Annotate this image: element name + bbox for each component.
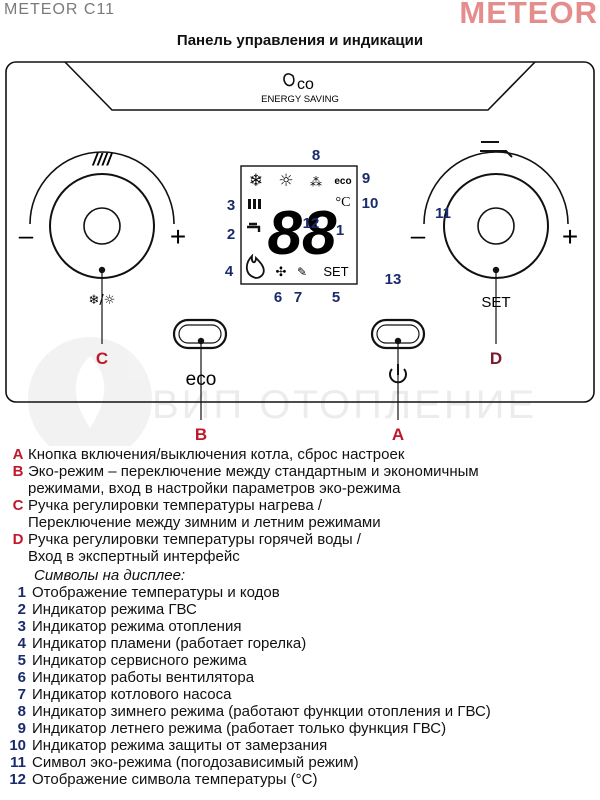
- legend-item-d: D Ручка регулировки температуры горячей …: [8, 531, 598, 565]
- legend-key: A: [12, 446, 24, 463]
- leaf-icon: [283, 73, 295, 87]
- callout-1: 1: [336, 222, 344, 239]
- legend-item-b: B Эко-режим – переключение между стандар…: [8, 463, 598, 497]
- eco-button-label: eco: [186, 369, 217, 390]
- tap-icon: [247, 222, 261, 232]
- legend-text: Ручка регулировки температуры нагрева /П…: [28, 497, 381, 531]
- winter-mode-icon: ❄: [249, 171, 263, 191]
- callout-10: 10: [362, 195, 379, 212]
- power-icon: [389, 364, 407, 384]
- display-set-text: SET: [323, 264, 348, 279]
- panel-top-band: [64, 61, 536, 111]
- page-title: Панель управления и индикации: [176, 32, 424, 49]
- left-knob-minus: –: [19, 220, 34, 250]
- callout-5: 5: [332, 289, 340, 306]
- right-knob-top-mark: [480, 141, 513, 158]
- callout-7: 7: [294, 289, 302, 306]
- lcd-display: ❄ ☼ ⁂ eco 88 °C ✣ ✎ SET: [240, 165, 358, 285]
- watermark-text: ВИП ОТОПЛЕНИЕ: [152, 383, 537, 427]
- callout-letter-d: D: [490, 349, 502, 368]
- callout-letter-a: A: [392, 425, 404, 444]
- antifreeze-icon: ⁂: [310, 175, 322, 189]
- fan-icon: ✣: [276, 265, 287, 280]
- flame-icon: [245, 253, 265, 279]
- pump-icon: ✎: [297, 265, 307, 279]
- heating-icon: [248, 199, 261, 209]
- callout-4: 4: [225, 263, 234, 280]
- control-panel-diagram: ВИП ОТОПЛЕНИЕ co ENERGY SAVING //// – + …: [5, 61, 595, 446]
- callout-6: 6: [274, 289, 282, 306]
- legend-text: Ручка регулировки температуры горячей во…: [28, 531, 361, 565]
- eco-button[interactable]: [172, 318, 228, 350]
- dhw-knob-center: [477, 207, 515, 245]
- power-button-group: A: [370, 318, 426, 444]
- callout-letter-c: C: [96, 349, 108, 368]
- callout-dot-c: [98, 266, 106, 274]
- model-name: METEOR C11: [4, 1, 116, 18]
- callout-8: 8: [312, 147, 320, 164]
- eco-button-group: eco B: [172, 318, 228, 444]
- heating-knob-center: [83, 207, 121, 245]
- symbols-header: Символы на дисплее:: [34, 567, 186, 584]
- right-knob-minus: –: [411, 220, 426, 250]
- callout-12: 12: [303, 215, 320, 232]
- dhw-temp-knob[interactable]: [443, 173, 549, 279]
- display-digits: 88: [268, 199, 337, 268]
- summer-mode-icon: ☼: [278, 171, 293, 191]
- eco-subtitle: ENERGY SAVING: [261, 94, 339, 105]
- callout-dot-d: [492, 266, 500, 274]
- eco-logo: co ENERGY SAVING: [261, 73, 339, 105]
- callout-3: 3: [227, 197, 235, 214]
- legend-text: Эко-режим – переключение между стандартн…: [28, 463, 479, 497]
- heating-temp-knob[interactable]: [49, 173, 155, 279]
- left-knob-group: //// – + ❄/☼ C: [19, 150, 186, 368]
- callout-2: 2: [227, 226, 235, 243]
- left-knob-plus: +: [170, 221, 186, 252]
- legend: A Кнопка включения/выключения котла, сбр…: [8, 446, 598, 788]
- panel-frame: [5, 61, 595, 403]
- brand-logo: METEOR: [459, 0, 598, 30]
- legend-text: Кнопка включения/выключения котла, сброс…: [28, 446, 405, 463]
- callout-9: 9: [362, 170, 370, 187]
- legend-item-c: C Ручка регулировки температуры нагрева …: [8, 497, 598, 531]
- legend-item-a: A Кнопка включения/выключения котла, сбр…: [8, 446, 598, 463]
- legend-key: B: [12, 463, 24, 480]
- display-eco-text: eco: [334, 176, 351, 187]
- watermark: ВИП ОТОПЛЕНИЕ: [28, 337, 537, 446]
- legend-key: C: [12, 497, 24, 514]
- display-unit: °C: [336, 195, 351, 210]
- callout-11: 11: [435, 205, 451, 222]
- right-knob-plus: +: [562, 221, 578, 252]
- display-frame: [240, 165, 358, 285]
- legend-key: D: [12, 531, 24, 548]
- eco-logo-text: co: [297, 76, 314, 93]
- left-knob-top-mark: ////: [92, 150, 114, 169]
- callout-numbers: 1 2 3 4 5 6 7 8 9 10 11 12 13: [225, 147, 451, 306]
- callout-letter-b: B: [195, 425, 207, 444]
- left-knob-arc: [29, 151, 175, 225]
- callout-13: 13: [385, 271, 402, 288]
- right-knob-group: – + SET D: [411, 141, 578, 368]
